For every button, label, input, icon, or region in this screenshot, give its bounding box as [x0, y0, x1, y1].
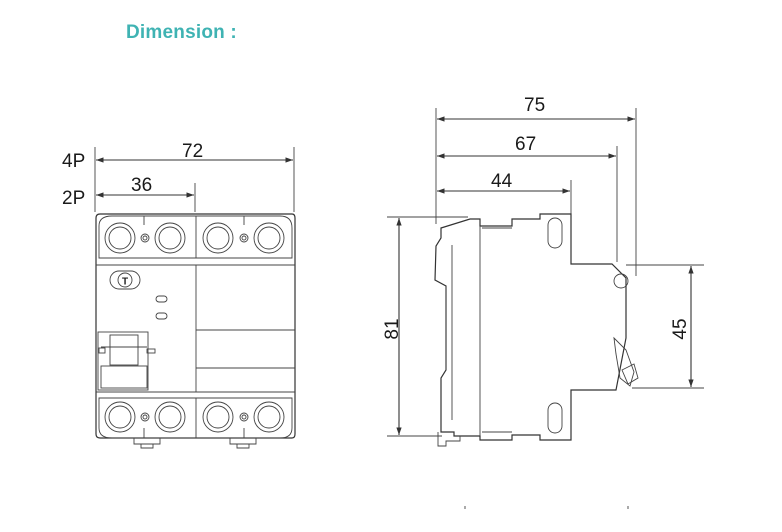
side-rail-clip: [437, 432, 461, 447]
dim-height-total: 81: [382, 318, 403, 339]
terminal-slot-bottom: [547, 402, 563, 434]
indicator-top: [155, 295, 168, 303]
rail-clip-left: [133, 438, 161, 449]
dim-depth-mid: 67: [515, 134, 536, 155]
bottom-terminals: [104, 401, 285, 433]
terminal-slot-top: [547, 217, 563, 249]
test-button-label: T: [122, 277, 128, 288]
side-lever: [613, 336, 635, 387]
front-view: 4P 2P 72 36 T: [62, 141, 296, 449]
label-2p: 2P: [62, 188, 85, 209]
side-view: 75 67 44 81 45: [382, 95, 704, 509]
front-body: [95, 213, 296, 439]
top-terminals: [104, 222, 285, 254]
side-body: [434, 213, 627, 441]
toggle-lever: [97, 331, 156, 391]
indicator-bottom: [155, 312, 168, 320]
side-test-knob: [613, 273, 629, 289]
test-button-icon: [117, 272, 133, 288]
dim-depth-overall: 75: [524, 95, 545, 116]
dimension-heading: Dimension :: [126, 22, 237, 43]
label-4p: 4P: [62, 151, 85, 172]
dim-width-2p: 36: [131, 175, 152, 196]
test-button-outline: [109, 270, 141, 290]
dim-depth-rail: 44: [491, 171, 513, 192]
dim-height-front: 45: [670, 318, 691, 339]
dim-width-4p: 72: [182, 141, 203, 162]
rail-clip-right: [229, 438, 257, 449]
